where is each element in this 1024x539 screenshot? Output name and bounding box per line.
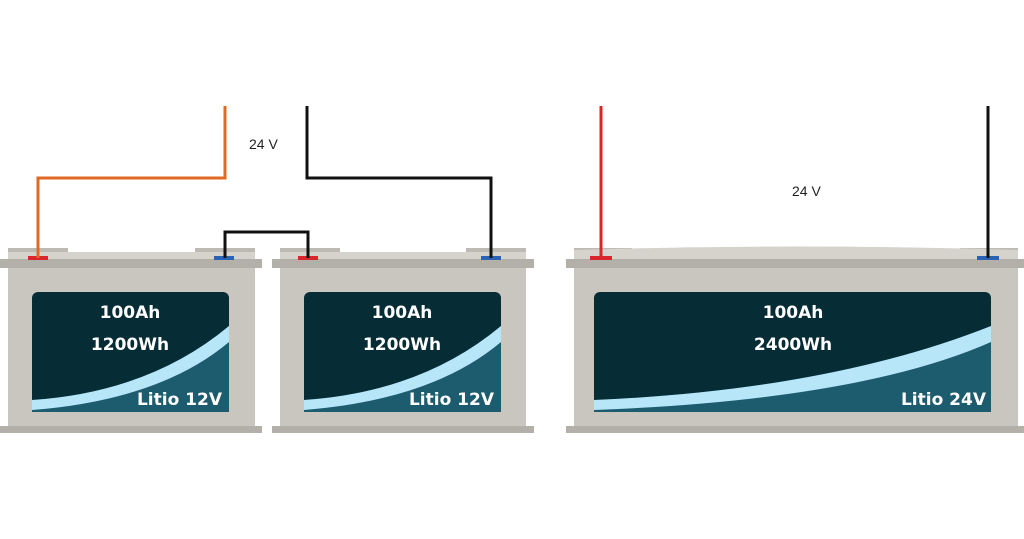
battery-2-lid xyxy=(280,252,526,260)
battery-1-rim xyxy=(0,259,262,268)
battery-2: 100Ah 1200Wh Litio 12V xyxy=(272,248,534,433)
battery-2-panel-lower xyxy=(304,326,501,412)
battery-1-panel-lower xyxy=(32,326,229,412)
battery-3-energy: 2400Wh xyxy=(754,335,832,355)
battery-2-capacity: 100Ah xyxy=(372,303,433,323)
battery-2-base xyxy=(272,426,534,433)
battery-3: 100Ah 2400Wh Litio 24V xyxy=(566,246,1024,433)
battery-1-stripe xyxy=(32,326,229,410)
battery-2-stripe xyxy=(304,326,501,410)
battery-3-base xyxy=(566,426,1024,433)
battery-3-stripe xyxy=(594,326,991,410)
battery-2-rim xyxy=(272,259,534,268)
battery-1-base xyxy=(0,426,262,433)
battery-1-capacity: 100Ah xyxy=(100,303,161,323)
series-negative-wire xyxy=(305,106,493,258)
battery-3-panel-lower xyxy=(594,326,991,412)
single-voltage-label: 24 V xyxy=(792,183,821,199)
battery-2-energy: 1200Wh xyxy=(363,335,441,355)
series-voltage-label: 24 V xyxy=(249,136,278,152)
battery-1-model: Litio 12V xyxy=(137,390,223,410)
battery-3-lid xyxy=(574,246,1018,260)
battery-3-model: Litio 24V xyxy=(901,390,987,410)
battery-3-rim xyxy=(566,259,1024,268)
battery-2-model: Litio 12V xyxy=(409,390,495,410)
battery-1: 100Ah 1200Wh Litio 12V xyxy=(0,248,262,433)
series-bridge-wire xyxy=(223,230,310,258)
battery-1-lid xyxy=(8,252,255,260)
series-positive-wire xyxy=(36,106,227,258)
battery-3-capacity: 100Ah xyxy=(763,303,824,323)
battery-1-energy: 1200Wh xyxy=(91,335,169,355)
